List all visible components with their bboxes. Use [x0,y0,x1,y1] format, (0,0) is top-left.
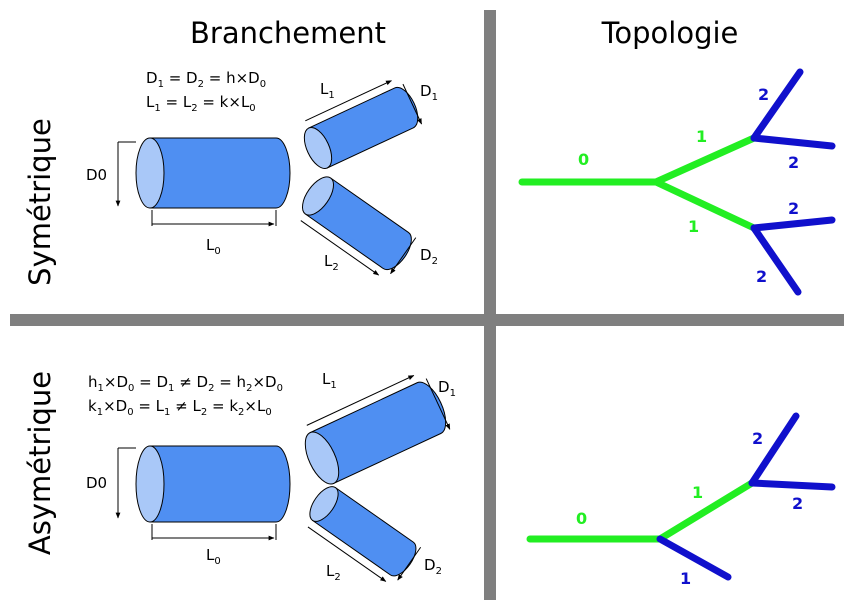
asymmetric-formula-diameters: h1×D0 = D1 ≠ D2 = h2×D0 [88,373,283,394]
l2-label: L2 [326,562,341,583]
l0-label: L0 [206,546,221,567]
order-label-upper-branch: 1 [692,483,703,502]
d1-label: D1 [420,82,438,103]
header-branching: Branchement [190,16,386,50]
d0-label: D0 [86,474,107,492]
vertical-divider [484,10,496,600]
symmetric-branching: D1 = D2 = h×D0 L1 = L2 = k×L0 D0 L0 L1 D… [86,69,438,276]
order-label-tip-a: 2 [752,429,763,448]
l1-label: L1 [320,80,335,101]
upper-child-cylinder [304,375,451,485]
d2-label: D2 [424,556,442,577]
horizontal-divider [10,314,844,326]
l0-label: L0 [206,236,221,257]
order-label-tip-d: 2 [756,267,767,286]
upper-child-cylinder [303,80,423,169]
order-label-upper-branch: 1 [696,127,707,146]
row-label-symmetric: Symétrique [23,118,57,286]
order-label-lower-branch: 1 [688,217,699,236]
lower-child-cylinder [300,176,417,276]
order-label-tip-a: 2 [758,85,769,104]
asymmetric-formula-lengths: k1×D0 = L1 ≠ L2 = k2×L0 [88,397,272,418]
order-label-trunk: 0 [578,150,589,169]
d1-label: D1 [438,378,456,399]
symmetric-formula-lengths: L1 = L2 = k×L0 [146,93,256,114]
l1-label: L1 [322,370,337,391]
order-label-tip-c: 2 [788,199,799,218]
symmetric-formula-diameters: D1 = D2 = h×D0 [146,69,266,90]
header-topology: Topologie [601,16,739,50]
l2-label: L2 [324,252,339,273]
symmetric-topology [518,68,836,296]
asymmetric-branching: h1×D0 = D1 ≠ D2 = h2×D0 k1×D0 = L1 ≠ L2 … [86,370,456,583]
d0-label: D0 [86,166,107,184]
asymmetric-topology [526,412,836,581]
d2-label: D2 [420,246,438,267]
order-label-trunk: 0 [576,509,587,528]
asymmetric-order-labels: 0 1 1 2 2 [576,429,803,588]
row-label-asymmetric: Asymétrique [23,371,57,555]
order-label-tip-b: 2 [788,153,799,172]
order-label-tip-b: 2 [792,494,803,513]
parent-cylinder [135,445,291,523]
parent-cylinder [135,137,291,209]
order-label-lower-branch: 1 [680,569,691,588]
symmetric-order-labels: 0 1 1 2 2 2 2 [578,85,799,286]
lower-child-cylinder [307,486,422,582]
